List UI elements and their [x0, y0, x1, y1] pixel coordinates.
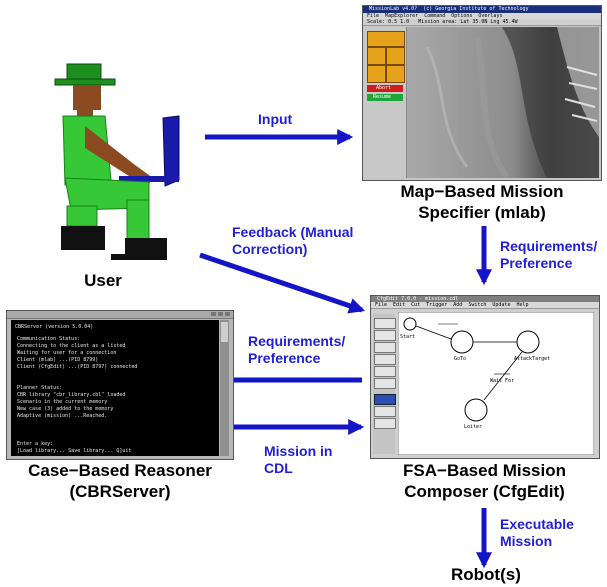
- cbr-terminal-line: New case (3) added to the memory: [17, 406, 114, 412]
- mlab-screenshot: MissionLab v4.0? (c) Georgia Institute o…: [362, 5, 602, 181]
- cfgedit-toolbar: [373, 314, 396, 454]
- mlab-resume-button[interactable]: Resume: [367, 94, 403, 101]
- cfgedit-tool-1[interactable]: [374, 318, 396, 329]
- cbr-terminal: CBRServer (version 5.0.04) Communication…: [11, 320, 219, 456]
- feedback-arrow: [199, 252, 366, 314]
- mlab-abort-label: Abort: [376, 85, 392, 91]
- user-label: User: [84, 271, 122, 290]
- fsa-edge-3: [483, 351, 523, 401]
- mlab-toolbar: Scale: 0.5 1.0 Mission area: Lat 35.0N L…: [363, 19, 601, 26]
- mlab-toolbar-text: Scale: 0.5 1.0 Mission area: Lat 35.0N L…: [367, 19, 518, 25]
- fsa-edge-1: [415, 325, 452, 340]
- executable-label: Executable Mission: [500, 516, 574, 549]
- cbr-terminal-line: Enter a key:: [17, 441, 54, 447]
- cfgedit-title: CfgEdit 7.0.0 - mission.cdl: [377, 296, 459, 302]
- fsa-state-label: AttackTarget: [514, 356, 550, 362]
- cfgedit-tool-4[interactable]: [374, 354, 396, 365]
- cbr-terminal-line: Planner Status:: [17, 385, 63, 391]
- mlab-tool-4[interactable]: [367, 65, 386, 83]
- cbr-label: Case−Based Reasoner (CBRServer): [28, 461, 212, 501]
- fsa-state-start: [403, 317, 417, 331]
- req-cbr-label: Requirements/ Preference: [248, 333, 346, 366]
- mlab-tool-3[interactable]: [386, 47, 405, 65]
- feedback-label: Feedback (Manual Correction): [232, 224, 354, 257]
- cfgedit-tool-9[interactable]: [374, 418, 396, 429]
- cbr-screenshot: CBRServer (version 5.0.04) Communication…: [6, 310, 234, 460]
- cfgedit-screenshot: CfgEdit 7.0.0 - mission.cdl File Edit Cu…: [370, 295, 600, 459]
- fsa-state-label: GoTo: [454, 356, 466, 362]
- cfgedit-tool-6[interactable]: [374, 378, 396, 389]
- maximize-icon[interactable]: [218, 312, 223, 316]
- cfgedit-tool-8[interactable]: [374, 406, 396, 417]
- req-mlab-label: Requirements/ Preference: [500, 238, 598, 271]
- close-icon[interactable]: [225, 312, 230, 316]
- input-label: Input: [258, 111, 293, 127]
- robot-label: Robot(s): [451, 565, 521, 584]
- mlab-tool-1[interactable]: [367, 31, 405, 47]
- fsa-state-label: Start: [400, 334, 415, 340]
- cbr-titlebar: [7, 311, 233, 319]
- mlab-abort-button[interactable]: Abort: [367, 85, 403, 92]
- cbr-terminal-line: CBR library "cbr_library.cbl" loaded: [17, 392, 126, 398]
- mlab-side-panel: Abort Resume: [364, 27, 407, 178]
- fsa-state-label: Wait For: [490, 378, 514, 384]
- mlab-title: MissionLab v4.0? (c) Georgia Institute o…: [369, 6, 529, 12]
- cfgedit-tool-5[interactable]: [374, 366, 396, 377]
- cfgedit-titlebar: CfgEdit 7.0.0 - mission.cdl: [371, 296, 599, 302]
- aerial-map: [407, 27, 599, 178]
- fsa-state-loiter: [464, 398, 488, 422]
- scrollbar[interactable]: [220, 320, 229, 456]
- mlab-menu: File MapExplorer Command Options Overlay…: [367, 13, 503, 19]
- cbr-title: CBRServer (version 5.0.04): [15, 324, 94, 330]
- cfgedit-menubar: File Edit Cut Trigger Add Switch Update …: [371, 302, 599, 309]
- cfgedit-tool-7[interactable]: [374, 394, 396, 405]
- cfgedit-tool-2[interactable]: [374, 330, 396, 341]
- cbr-terminal-line: [Load library... Save library... Q]uit: [17, 448, 132, 454]
- scrollbar-thumb[interactable]: [221, 322, 228, 342]
- minimize-icon[interactable]: [211, 312, 216, 316]
- cbr-terminal-line: Connecting to the client as a listed: [17, 343, 126, 349]
- mlab-label: Map−Based Mission Specifier (mlab): [400, 182, 564, 222]
- mission-cdl-label: Mission in CDL: [264, 443, 333, 476]
- cbr-terminal-line: Client (mlab) ...(PID 8799): [17, 357, 99, 363]
- cbr-terminal-line: Adaptive (mission) ...Reached.: [17, 413, 108, 419]
- cfgedit-tool-3[interactable]: [374, 342, 396, 353]
- fsa-state-label: Loiter: [464, 424, 482, 430]
- cbr-terminal-line: Waiting for user for a connection: [17, 350, 117, 356]
- cfgedit-menu: File Edit Cut Trigger Add Switch Update …: [375, 302, 529, 308]
- mlab-resume-label: Resume: [373, 94, 392, 100]
- cbr-terminal-line: Client (CfgEdit) ...(PID 8797) connected: [17, 364, 138, 370]
- cfgedit-label: FSA−Based Mission Composer (CfgEdit): [403, 461, 566, 501]
- cbr-terminal-line: Communication Status:: [17, 336, 81, 342]
- mlab-tool-5[interactable]: [386, 65, 405, 83]
- cbr-terminal-line: Scenario in the current memory: [17, 399, 108, 405]
- mlab-tool-2[interactable]: [367, 47, 386, 65]
- mlab-titlebar: MissionLab v4.0? (c) Georgia Institute o…: [363, 6, 601, 13]
- user-figure-icon: [54, 63, 180, 260]
